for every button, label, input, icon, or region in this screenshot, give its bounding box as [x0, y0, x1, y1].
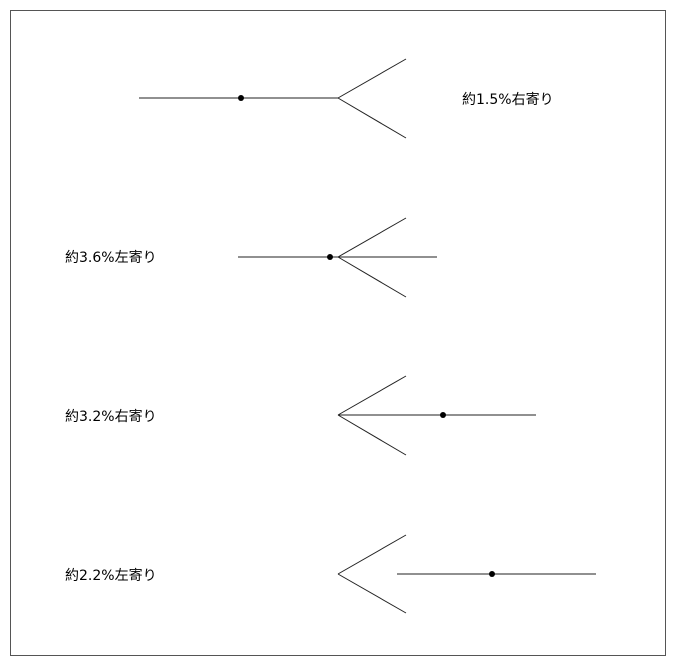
figure-2-label: 約3.6%左寄り — [65, 250, 157, 266]
fin-lower — [337, 573, 407, 614]
fin-upper — [337, 58, 407, 99]
fin-lower — [337, 97, 407, 139]
midpoint-dot — [327, 254, 333, 260]
fin-upper — [337, 534, 407, 575]
figure-4 — [337, 534, 596, 614]
figure-3 — [337, 375, 536, 456]
midpoint-dot — [238, 95, 244, 101]
frame — [10, 10, 666, 656]
midpoint-dot — [440, 412, 446, 418]
fin-lower — [337, 414, 407, 456]
figure-4-label: 約2.2%左寄り — [65, 568, 157, 584]
fin-upper — [337, 217, 407, 258]
figure-2 — [238, 217, 437, 298]
figure-3-label: 約3.2%右寄り — [65, 409, 157, 425]
midpoint-dot — [489, 571, 495, 577]
fin-lower — [337, 256, 407, 298]
figure-1 — [139, 58, 407, 139]
figure-1-label: 約1.5%右寄り — [462, 92, 554, 108]
fin-upper — [337, 375, 407, 416]
